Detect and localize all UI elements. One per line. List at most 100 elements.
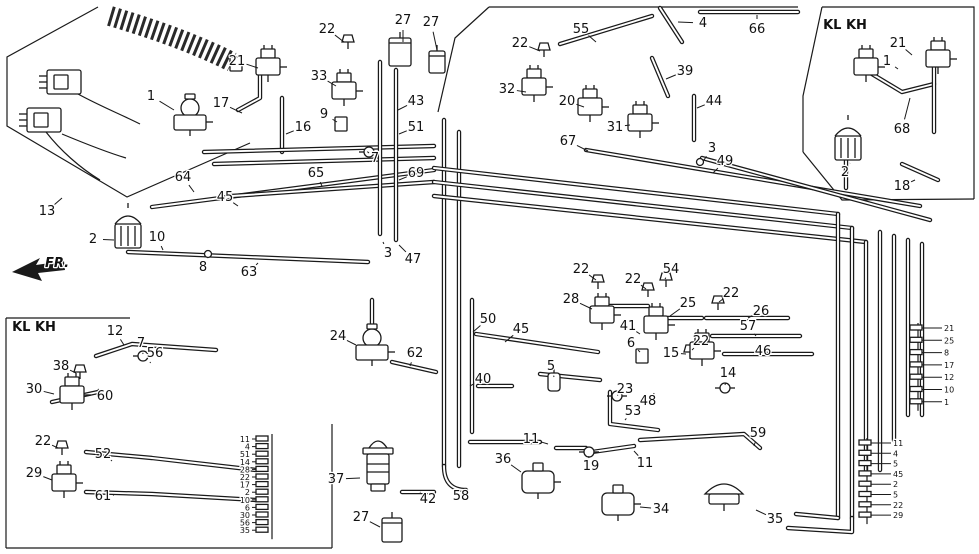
stack-number-label: 56 (240, 519, 250, 528)
components (19, 32, 957, 543)
stack-number-label: 10 (240, 496, 250, 505)
part-number-label: 22 (693, 334, 710, 349)
stack-number-label: 17 (240, 481, 250, 490)
stack-number-label: 11 (893, 439, 903, 448)
part-number-label: 66 (749, 22, 766, 37)
part-number-label: 11 (523, 432, 540, 447)
part-number-label: 27 (353, 510, 370, 525)
part-number-label: 61 (95, 489, 112, 504)
part-number-label: 41 (620, 319, 637, 334)
part-number-label: 2 (841, 165, 849, 180)
stack-number-label: 1 (944, 398, 949, 407)
part-number-label: 59 (750, 426, 767, 441)
part-number-label: 68 (894, 122, 911, 137)
part-number-label: 47 (405, 252, 422, 267)
part-number-label: 63 (241, 265, 258, 280)
stack-number-label: 14 (240, 458, 250, 467)
part-number-label: 5 (547, 359, 555, 374)
part-number-label: 38 (53, 359, 70, 374)
stack-number-label: 6 (245, 503, 250, 512)
part-number-label: 10 (149, 230, 166, 245)
stack-number-label: 51 (240, 450, 250, 459)
part-number-label: 45 (217, 190, 234, 205)
part-number-label: 17 (213, 96, 230, 111)
part-number-label: 8 (199, 260, 207, 275)
part-number-label: 4 (699, 16, 707, 31)
section-outlines (5, 6, 975, 549)
part-number-label: 14 (720, 366, 737, 381)
stack-number-label: 45 (893, 470, 903, 479)
part-number-label: 30 (26, 382, 43, 397)
stack-number-label: 28 (240, 465, 250, 474)
part-number-label: 7 (137, 336, 145, 351)
part-number-label: 12 (107, 324, 124, 339)
part-number-label: 48 (640, 394, 657, 409)
stack-number-label: 17 (944, 361, 954, 370)
part-number-label: 29 (26, 466, 43, 481)
stack-number-label: 12 (944, 373, 954, 382)
part-number-label: 40 (475, 372, 492, 387)
part-number-label: 42 (420, 492, 437, 507)
stack-number-label: 30 (240, 511, 250, 520)
part-number-label: 64 (175, 170, 192, 185)
hose-network (49, 5, 941, 535)
part-number-label: 67 (560, 134, 577, 149)
part-number-label: 24 (330, 329, 347, 344)
part-number-label: 43 (408, 94, 425, 109)
part-number-label: 6 (627, 336, 635, 351)
fr-label: FR. (45, 256, 69, 271)
part-number-label: 54 (663, 262, 680, 277)
part-number-label: 45 (513, 322, 530, 337)
part-number-label: 13 (39, 204, 56, 219)
part-number-label: 19 (583, 459, 600, 474)
part-number-label: 18 (894, 179, 911, 194)
part-number-label: 22 (512, 36, 529, 51)
part-number-label: 69 (408, 166, 425, 181)
part-number-label: 1 (883, 54, 891, 69)
part-number-label: 57 (740, 319, 757, 334)
part-number-label: 51 (408, 120, 425, 135)
part-number-label: 44 (706, 94, 723, 109)
part-number-label: 39 (677, 64, 694, 79)
part-number-label: 7 (371, 151, 379, 166)
part-number-label: 28 (563, 292, 580, 307)
stack-number-label: 5 (893, 460, 898, 469)
connector-stack-right-top (909, 323, 942, 411)
part-number-label: 21 (229, 54, 246, 69)
part-number-label: 22 (35, 434, 52, 449)
region-label: KL KH (12, 320, 56, 335)
part-number-label: 25 (680, 296, 697, 311)
stack-number-label: 5 (893, 491, 898, 500)
part-number-label: 23 (617, 382, 634, 397)
part-number-label: 22 (573, 262, 590, 277)
stack-number-label: 4 (245, 443, 250, 452)
region-label: KL KH (823, 18, 867, 33)
part-number-label: 27 (423, 15, 440, 30)
part-number-label: 22 (625, 272, 642, 287)
part-number-label: 53 (625, 404, 642, 419)
stack-number-label: 2 (893, 480, 898, 489)
part-number-label: 37 (328, 472, 345, 487)
part-number-label: 33 (311, 69, 328, 84)
part-number-label: 9 (320, 107, 328, 122)
part-number-label: 11 (637, 456, 654, 471)
part-number-label: 60 (97, 389, 114, 404)
stack-number-label: 25 (944, 336, 954, 345)
part-number-label: 62 (407, 346, 424, 361)
stack-number-label: 11 (240, 435, 250, 444)
part-number-label: 3 (708, 141, 716, 156)
part-number-label: 50 (480, 312, 497, 327)
part-number-label: 56 (147, 346, 164, 361)
part-number-label: 65 (308, 166, 325, 181)
part-number-label: 22 (723, 286, 740, 301)
part-number-label: 21 (890, 36, 907, 51)
part-number-label: 3 (384, 246, 392, 261)
part-number-label: 31 (607, 120, 624, 135)
part-number-label: 26 (753, 304, 770, 319)
stack-number-label: 10 (944, 386, 954, 395)
stack-number-label: 22 (240, 473, 250, 482)
connector-stack-left (252, 434, 273, 540)
part-number-label: 32 (499, 82, 516, 97)
part-number-label: 2 (89, 232, 97, 247)
